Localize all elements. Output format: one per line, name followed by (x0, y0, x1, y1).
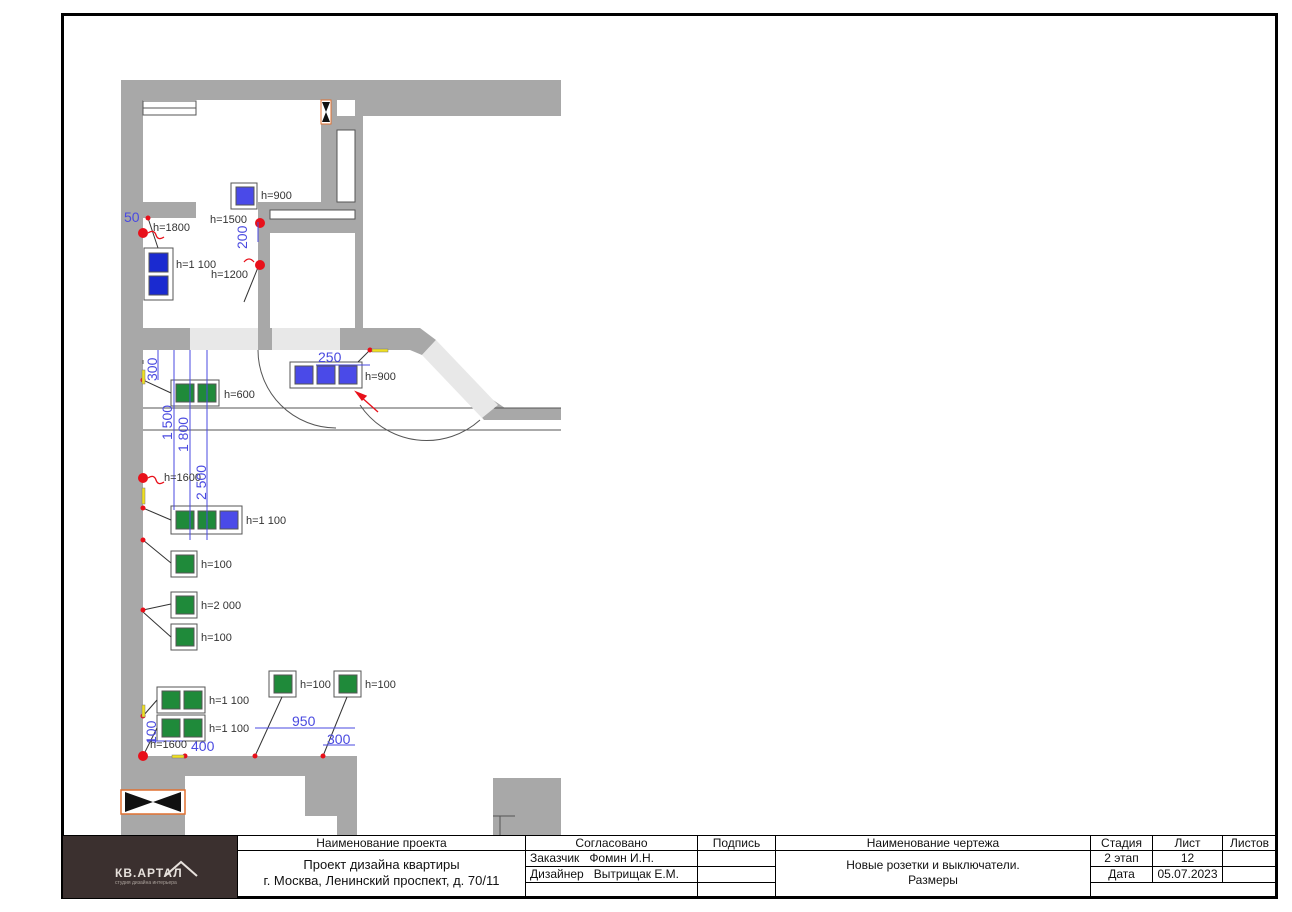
project-name-line1: Проект дизайна квартиры (303, 857, 460, 872)
project-name-line2: г. Москва, Ленинский проспект, д. 70/11 (263, 873, 500, 888)
project-name-cell: Проект дизайна квартиры г. Москва, Ленин… (237, 851, 525, 898)
dimension-value: 100 (143, 720, 159, 744)
approved-empty-row (525, 883, 697, 898)
leader-lines (142, 217, 371, 757)
dimension-value: 400 (191, 738, 215, 754)
height-label: h=1 100 (246, 515, 286, 527)
empty-cell (1222, 867, 1276, 883)
signature-cell[interactable] (697, 851, 775, 867)
date-header: Дата (1090, 867, 1152, 883)
customer-row: Заказчик Фомин И.Н. (525, 851, 697, 867)
height-label: h=1600 (150, 739, 187, 751)
height-label: h=100 (201, 559, 232, 571)
designer-role: Дизайнер (530, 867, 584, 881)
drawing-name-header: Наименование чертежа (775, 836, 1090, 851)
dimension-value: 200 (234, 225, 250, 249)
sheet-value: 12 (1152, 851, 1222, 867)
height-label: h=1 100 (209, 723, 249, 735)
signature-cell[interactable] (697, 883, 775, 898)
door-openings (190, 328, 498, 418)
drawing-sheet (61, 13, 1278, 899)
dimension-lines (147, 222, 370, 746)
height-label: h=1200 (211, 269, 248, 281)
vent-icon (120, 99, 332, 815)
drawing-name-line2: Размеры (908, 873, 958, 887)
height-label: h=2 000 (201, 600, 241, 612)
switch-marks (141, 348, 389, 759)
customer-name: Фомин И.Н. (589, 851, 654, 865)
height-label: h=900 (365, 371, 396, 383)
height-label: h=100 (300, 679, 331, 691)
height-label: h=1600 (164, 472, 201, 484)
dimension-value: 250 (318, 349, 342, 365)
dimension-value: 2 500 (193, 465, 209, 500)
drawing-name-line1: Новые розетки и выключатели. (846, 858, 1020, 872)
signature-header: Подпись (697, 836, 775, 851)
dimension-value: 300 (144, 357, 160, 381)
height-label: h=1 100 (176, 259, 216, 271)
stage-value: 2 этап (1090, 851, 1152, 867)
designer-row: Дизайнер Вытрищак Е.М. (525, 867, 697, 883)
walls (121, 80, 561, 835)
dimension-value: 50 (124, 209, 140, 225)
dimension-value: 300 (327, 731, 351, 747)
height-label: h=100 (201, 632, 232, 644)
designer-name: Вытрищак Е.М. (593, 867, 680, 881)
project-name-header: Наименование проекта (237, 836, 525, 851)
socket-group (143, 182, 363, 742)
height-label: h=1800 (153, 222, 190, 234)
logo: КВ.АРТАЛ студия дизайна интерьера (63, 836, 237, 898)
sheet-header: Лист (1152, 836, 1222, 851)
empty-cell (1090, 883, 1276, 898)
customer-role: Заказчик (530, 851, 580, 865)
red-markers (147, 230, 379, 485)
stage-header: Стадия (1090, 836, 1152, 851)
approved-header: Согласовано (525, 836, 697, 851)
sheets-header: Листов (1222, 836, 1276, 851)
connection-points (138, 215, 373, 761)
dimension-value: 1 800 (175, 417, 191, 452)
logo-text: КВ.АРТАЛ (115, 866, 183, 880)
height-label: h=1 100 (209, 695, 249, 707)
height-label: h=1500 (210, 214, 247, 226)
logo-subtitle: студия дизайна интерьера (115, 880, 177, 886)
house-icon (164, 860, 198, 877)
dimension-value: 1 500 (159, 405, 175, 440)
dimension-value: 950 (292, 713, 316, 729)
height-label: h=600 (224, 389, 255, 401)
drawing-name-cell: Новые розетки и выключатели. Размеры (775, 851, 1090, 898)
height-label: h=100 (365, 679, 396, 691)
height-label: h=900 (261, 190, 292, 202)
date-value: 05.07.2023 (1152, 867, 1222, 883)
title-block: КВ.АРТАЛ студия дизайна интерьера Наимен… (63, 835, 1276, 898)
sheets-value (1222, 851, 1276, 867)
signature-cell[interactable] (697, 867, 775, 883)
